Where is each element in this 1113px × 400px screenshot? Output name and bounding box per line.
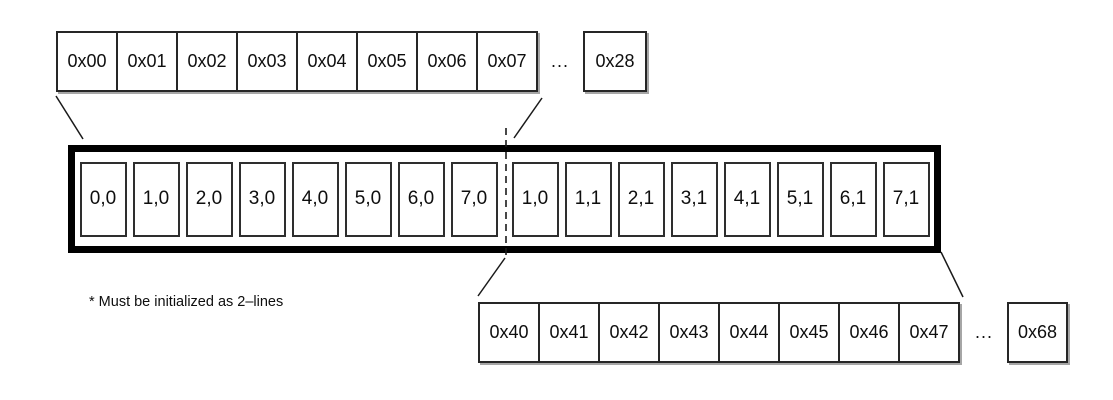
line1-address-strip: 0x00 0x01 0x02 0x03 0x04 0x05 0x06 0x07 (56, 31, 538, 92)
address-cell: 0x05 (356, 31, 418, 92)
address-cell: 0x43 (658, 302, 720, 363)
buffer-cell: 3,1 (670, 161, 718, 237)
connector-top-left-line (55, 95, 84, 140)
address-cell: 0x04 (296, 31, 358, 92)
buffer-cell: 1,1 (564, 161, 612, 237)
line1-last-address-cell: 0x28 (583, 31, 647, 92)
line1-ellipsis: ... (550, 51, 569, 71)
buffer-cell: 1,0 (511, 161, 559, 237)
buffer-cell: 4,0 (291, 161, 339, 237)
address-cell: 0x01 (116, 31, 178, 92)
address-cell: 0x02 (176, 31, 238, 92)
buffer-cell: 6,0 (397, 161, 445, 237)
address-cell: 0x47 (898, 302, 960, 363)
buffer-cell: 5,0 (344, 161, 392, 237)
connector-top-right-line (513, 97, 543, 139)
address-cell: 0x41 (538, 302, 600, 363)
address-cell: 0x40 (478, 302, 540, 363)
buffer-cell: 0,0 (79, 161, 127, 237)
display-buffer: 0,0 1,0 2,0 3,0 4,0 5,0 6,0 7,0 1,0 1,1 … (68, 145, 941, 253)
buffer-cell: 1,0 (132, 161, 180, 237)
address-cell: 0x03 (236, 31, 298, 92)
line-split-gap (504, 162, 506, 237)
buffer-cell: 7,0 (450, 161, 498, 237)
line2-ellipsis: ... (974, 322, 993, 342)
address-cell: 0x44 (718, 302, 780, 363)
buffer-cell: 4,1 (723, 161, 771, 237)
buffer-cell: 6,1 (829, 161, 877, 237)
connector-bottom-left-line (477, 257, 506, 297)
buffer-cell: 2,0 (185, 161, 233, 237)
buffer-cell: 5,1 (776, 161, 824, 237)
address-cell: 0x00 (56, 31, 118, 92)
address-cell: 0x45 (778, 302, 840, 363)
address-cell: 0x06 (416, 31, 478, 92)
buffer-cell: 3,0 (238, 161, 286, 237)
line2-address-strip: 0x40 0x41 0x42 0x43 0x44 0x45 0x46 0x47 (478, 302, 960, 363)
address-cell: 0x46 (838, 302, 900, 363)
address-cell: 0x07 (476, 31, 538, 92)
address-cell: 0x42 (598, 302, 660, 363)
display-buffer-cells: 0,0 1,0 2,0 3,0 4,0 5,0 6,0 7,0 1,0 1,1 … (75, 152, 934, 246)
buffer-cell: 7,1 (882, 161, 930, 237)
line2-last-address-cell: 0x68 (1007, 302, 1068, 363)
note-text: * Must be initialized as 2–lines (89, 294, 284, 310)
buffer-cell: 2,1 (617, 161, 665, 237)
connector-bottom-right-line (940, 251, 964, 298)
